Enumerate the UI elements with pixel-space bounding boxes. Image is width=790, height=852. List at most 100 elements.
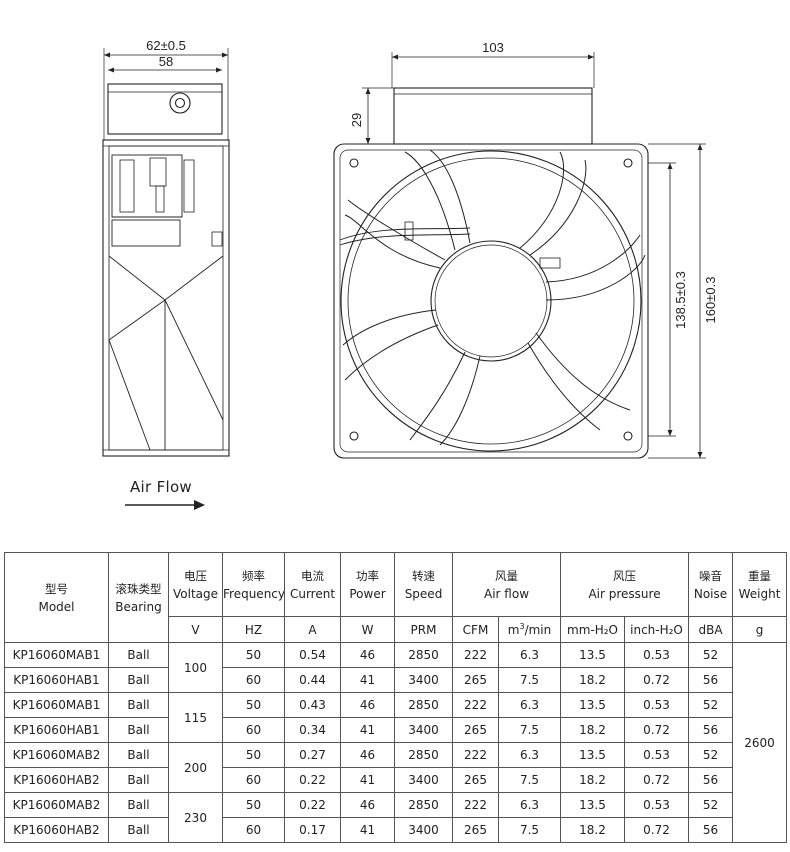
cell-current: 0.34 <box>284 717 341 743</box>
cell-power: 46 <box>340 692 395 718</box>
unit-m3: m3/min <box>497 616 562 643</box>
cell-speed: 3400 <box>394 717 453 743</box>
cell-speed: 2850 <box>394 692 453 718</box>
cell-m3: 6.3 <box>497 692 562 718</box>
cell-bearing: Ball <box>108 817 169 843</box>
cell-mm-h2o: 18.2 <box>560 767 626 793</box>
fan-technical-drawing: 62±0.5 58 103 29 138.5±0.3 160±0.3 <box>102 38 718 510</box>
cell-frequency: 60 <box>222 667 285 693</box>
cell-current: 0.44 <box>284 667 341 693</box>
cell-cfm: 222 <box>452 642 499 668</box>
cell-model: KP16060HAB1 <box>4 717 109 743</box>
cell-bearing: Ball <box>108 742 169 768</box>
cell-weight: 2600 <box>732 642 788 843</box>
dim-103: 103 <box>482 40 504 55</box>
cell-model: KP16060MAB2 <box>4 792 109 818</box>
cell-frequency: 50 <box>222 692 285 718</box>
cell-noise: 52 <box>688 642 734 668</box>
unit-speed: PRM <box>394 616 453 643</box>
cell-current: 0.22 <box>284 767 341 793</box>
cell-bearing: Ball <box>108 792 169 818</box>
cell-inch-h2o: 0.53 <box>624 642 690 668</box>
cell-speed: 3400 <box>394 817 453 843</box>
cell-inch-h2o: 0.72 <box>624 817 690 843</box>
table-row: KP16060MAB2 Ball 200 50 0.27 46 2850 222… <box>4 742 787 793</box>
table-row: KP16060MAB1 Ball 115 50 0.43 46 2850 222… <box>4 692 787 743</box>
table-row: KP16060HAB2 Ball 60 0.22 41 3400 265 7.5… <box>4 767 787 793</box>
cell-inch-h2o: 0.53 <box>624 792 690 818</box>
cell-cfm: 222 <box>452 792 499 818</box>
airflow-label: Air Flow <box>130 478 193 496</box>
cell-mm-h2o: 13.5 <box>560 792 626 818</box>
cell-current: 0.43 <box>284 692 341 718</box>
cell-speed: 3400 <box>394 767 453 793</box>
unit-row: V HZ A W PRM CFM m3/min mm-H₂O inch-H₂O … <box>5 616 788 643</box>
cell-noise: 52 <box>688 742 734 768</box>
cell-power: 46 <box>340 792 395 818</box>
cell-noise: 52 <box>688 792 734 818</box>
side-view <box>102 48 230 457</box>
cell-mm-h2o: 18.2 <box>560 717 626 743</box>
cell-mm-h2o: 13.5 <box>560 742 626 768</box>
unit-voltage: V <box>168 616 223 643</box>
unit-mm-h2o: mm-H₂O <box>560 616 626 643</box>
cell-model: KP16060MAB1 <box>4 642 109 668</box>
cell-noise: 56 <box>688 767 734 793</box>
cell-voltage: 115 <box>168 692 223 743</box>
airflow-arrow <box>125 500 205 510</box>
cell-m3: 6.3 <box>497 742 562 768</box>
cell-m3: 7.5 <box>497 667 562 693</box>
cell-current: 0.17 <box>284 817 341 843</box>
cell-cfm: 265 <box>452 767 499 793</box>
cell-bearing: Ball <box>108 642 169 668</box>
cell-current: 0.54 <box>284 642 341 668</box>
cell-frequency: 50 <box>222 742 285 768</box>
dim-58: 58 <box>159 54 173 69</box>
cell-bearing: Ball <box>108 717 169 743</box>
table-row: KP16060HAB1 Ball 60 0.34 41 3400 265 7.5… <box>4 717 787 743</box>
cell-speed: 2850 <box>394 742 453 768</box>
dim-160: 160±0.3 <box>703 277 718 324</box>
cell-voltage: 200 <box>168 742 223 793</box>
unit-noise: dBA <box>688 616 734 643</box>
unit-cfm: CFM <box>452 616 499 643</box>
unit-weight: g <box>732 616 788 643</box>
cell-inch-h2o: 0.53 <box>624 692 690 718</box>
table-row: KP16060HAB2 Ball 60 0.17 41 3400 265 7.5… <box>4 817 787 843</box>
cell-power: 41 <box>340 667 395 693</box>
cell-cfm: 265 <box>452 667 499 693</box>
cell-cfm: 265 <box>452 717 499 743</box>
cell-noise: 56 <box>688 667 734 693</box>
cell-m3: 6.3 <box>497 642 562 668</box>
cell-voltage: 100 <box>168 642 223 693</box>
cell-frequency: 60 <box>222 717 285 743</box>
cell-model: KP16060MAB1 <box>4 692 109 718</box>
cell-voltage: 230 <box>168 792 223 843</box>
cell-noise: 56 <box>688 717 734 743</box>
unit-frequency: HZ <box>222 616 285 643</box>
cell-inch-h2o: 0.72 <box>624 717 690 743</box>
cell-noise: 56 <box>688 817 734 843</box>
cell-power: 41 <box>340 817 395 843</box>
cell-current: 0.27 <box>284 742 341 768</box>
cell-model: KP16060HAB1 <box>4 667 109 693</box>
cell-frequency: 50 <box>222 642 285 668</box>
table-row: KP16060MAB1 Ball 100 50 0.54 46 2850 222… <box>4 642 788 843</box>
cell-power: 41 <box>340 767 395 793</box>
cell-power: 46 <box>340 742 395 768</box>
dim-29: 29 <box>349 113 364 127</box>
cell-bearing: Ball <box>108 667 169 693</box>
cell-mm-h2o: 13.5 <box>560 642 626 668</box>
cell-speed: 3400 <box>394 667 453 693</box>
cell-power: 41 <box>340 717 395 743</box>
